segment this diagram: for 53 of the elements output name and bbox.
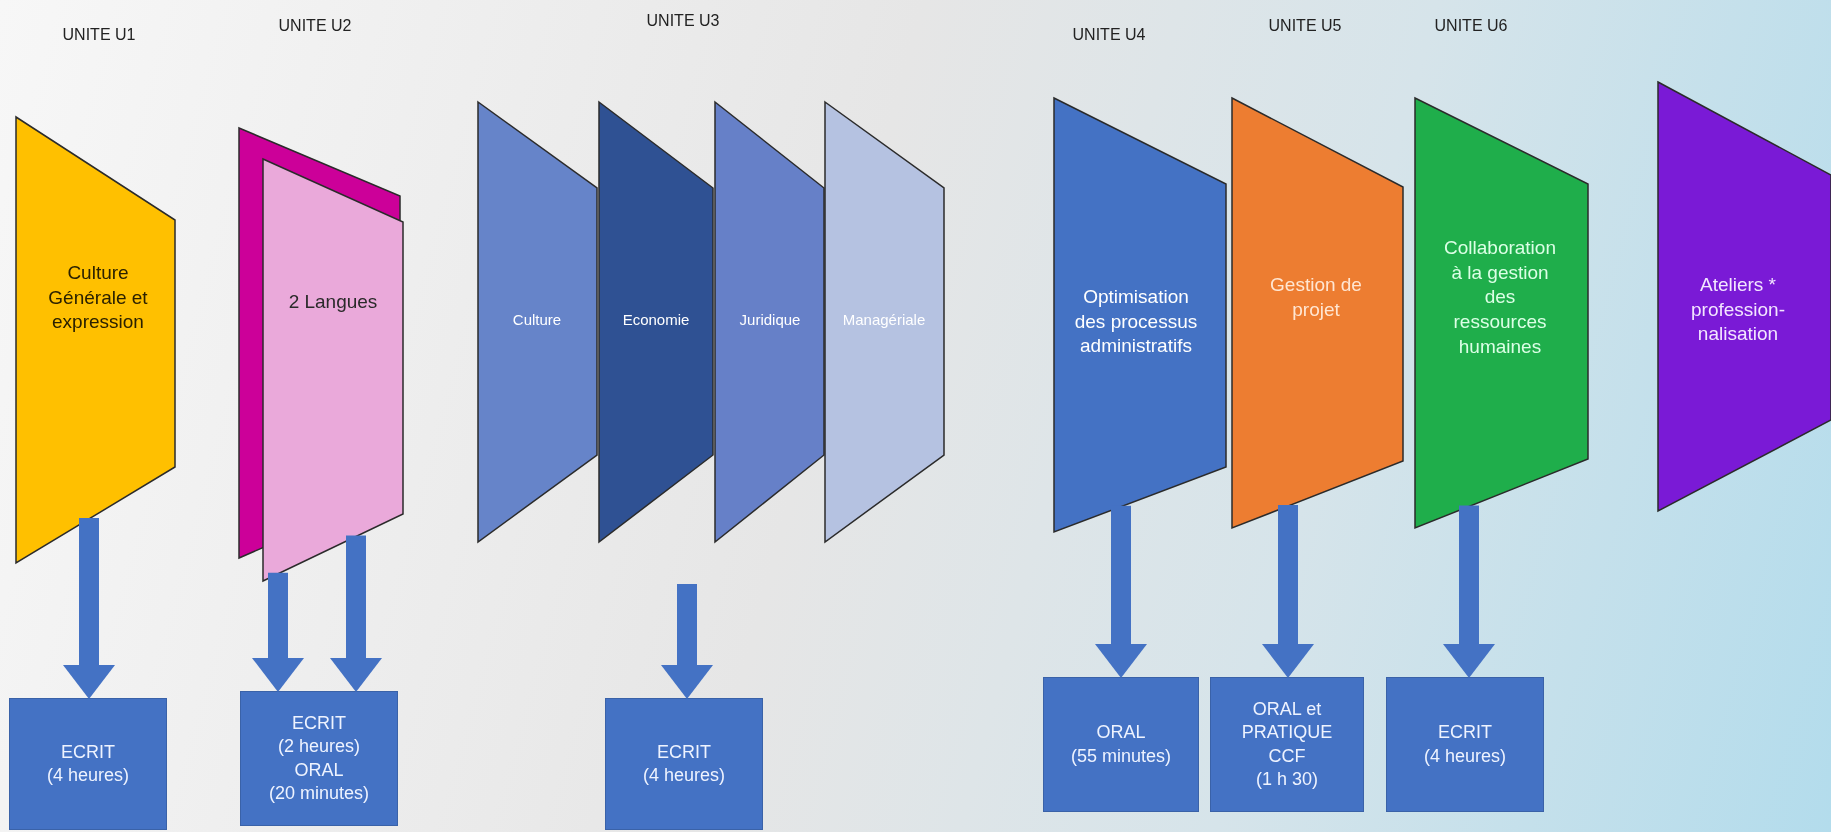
block-arrow <box>1095 505 1147 678</box>
result-box <box>1043 677 1199 812</box>
block-arrow <box>661 584 713 699</box>
unit-label: UNITE U1 <box>62 26 136 44</box>
result-text: (4 heures) <box>1423 744 1506 768</box>
panel <box>1415 98 1588 528</box>
result-text: (4 heures) <box>46 764 129 787</box>
result-box <box>1386 677 1544 812</box>
panel <box>1054 98 1226 532</box>
block-arrow <box>1443 505 1495 678</box>
panel <box>1658 82 1831 511</box>
panel-label: Collaboration à la gestion des ressources humaines <box>1443 236 1557 360</box>
unit-label: UNITE U6 <box>1434 17 1508 35</box>
panel-label: Managériale <box>841 310 927 330</box>
panel-label: Gestion de projet <box>1269 273 1363 322</box>
result-text: ORAL <box>294 758 344 782</box>
block-arrow <box>330 535 382 692</box>
panel <box>478 102 597 542</box>
panel <box>599 102 713 542</box>
result-text: (1 h 30) <box>1255 767 1318 791</box>
result-text: (55 minutes) <box>1070 744 1171 768</box>
panel <box>1232 98 1403 528</box>
panel-label: Ateliers * profession- nalisation <box>1690 272 1786 347</box>
result-text: ECRIT <box>292 711 346 735</box>
panel-label: Juridique <box>738 310 802 330</box>
result-text: ECRIT <box>61 740 115 764</box>
result-text: (20 minutes) <box>268 781 369 805</box>
unit-label: UNITE U2 <box>278 17 352 35</box>
unit-label: UNITE U3 <box>646 12 720 30</box>
result-box <box>1210 677 1364 812</box>
block-arrow <box>63 517 115 699</box>
panel <box>263 159 403 581</box>
result-text: ECRIT <box>1438 721 1492 745</box>
panel <box>715 102 824 542</box>
result-text: ECRIT <box>657 740 711 764</box>
result-box <box>9 698 167 830</box>
panel-label: Economie <box>621 310 691 330</box>
unit-label: UNITE U4 <box>1072 26 1146 44</box>
result-box <box>605 698 763 830</box>
block-arrow <box>1262 505 1314 678</box>
result-text: ORAL <box>1096 721 1146 745</box>
panel-label: Culture Générale et expression <box>47 260 149 335</box>
result-text: (4 heures) <box>642 764 725 787</box>
result-text: ORAL et PRATIQUE CCF <box>1241 697 1333 768</box>
block-arrow <box>252 572 304 692</box>
panel-label: Optimisation des processus administratifs <box>1073 284 1199 359</box>
panel-label: Culture <box>511 310 563 330</box>
panel-label: 2 Langues <box>287 289 379 314</box>
panel <box>16 117 175 563</box>
result-text: (2 heures) <box>277 735 360 759</box>
panel <box>825 102 944 542</box>
result-box <box>240 691 398 826</box>
unit-label: UNITE U5 <box>1268 17 1342 35</box>
